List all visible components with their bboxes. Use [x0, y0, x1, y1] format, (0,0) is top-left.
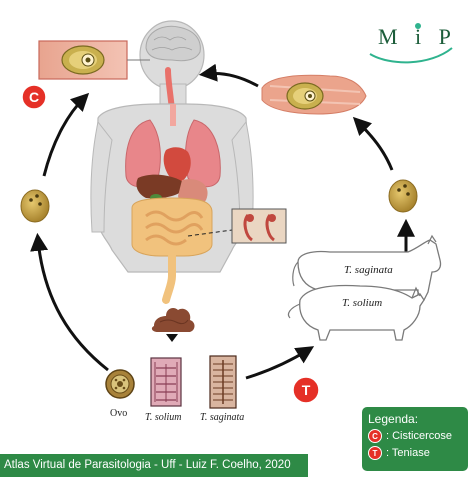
- feces-icon: [151, 308, 195, 332]
- mip-logo: M i P: [360, 20, 460, 70]
- human-cysticercus-tissue: [38, 40, 128, 80]
- t-solium-proglottid: [150, 357, 182, 407]
- legend: Legenda: C : Cisticercose T : Teniase: [362, 407, 468, 471]
- label-t-solium: T. solium: [145, 412, 182, 423]
- pig-label: T. solium: [342, 297, 382, 309]
- meat-cysticercus: [261, 74, 367, 115]
- label-ovo: Ovo: [110, 408, 127, 419]
- egg-left: [20, 189, 50, 223]
- legend-title: Legenda:: [368, 412, 419, 426]
- cisticercose-badge: C: [21, 84, 47, 110]
- label-t-saginata: T. saginata: [200, 412, 244, 423]
- legend-badge-t: T: [368, 446, 382, 460]
- cow-label: T. saginata: [344, 264, 393, 276]
- teniase-badge: T: [292, 376, 320, 404]
- footer-credit: Atlas Virtual de Parasitologia - Uff - L…: [0, 454, 308, 477]
- legend-text-teniase: : Teniase: [386, 447, 430, 459]
- logo-text: M i P: [378, 24, 457, 49]
- cycle-arrows: [30, 63, 415, 380]
- legend-item-cisticercose: C : Cisticercose: [368, 429, 462, 443]
- legend-badge-c: C: [368, 429, 382, 443]
- scolex-inset: [231, 208, 287, 244]
- legend-item-teniase: T : Teniase: [368, 446, 462, 460]
- pig-illustration: [287, 284, 425, 341]
- legend-text-cisticercose: : Cisticercose: [386, 430, 453, 442]
- t-saginata-proglottid: [209, 355, 237, 409]
- down-arrow-icon: [166, 334, 178, 342]
- svg-text:C: C: [29, 89, 39, 105]
- ovo-egg: [105, 369, 135, 399]
- egg-right: [388, 179, 418, 213]
- svg-text:T: T: [302, 382, 311, 398]
